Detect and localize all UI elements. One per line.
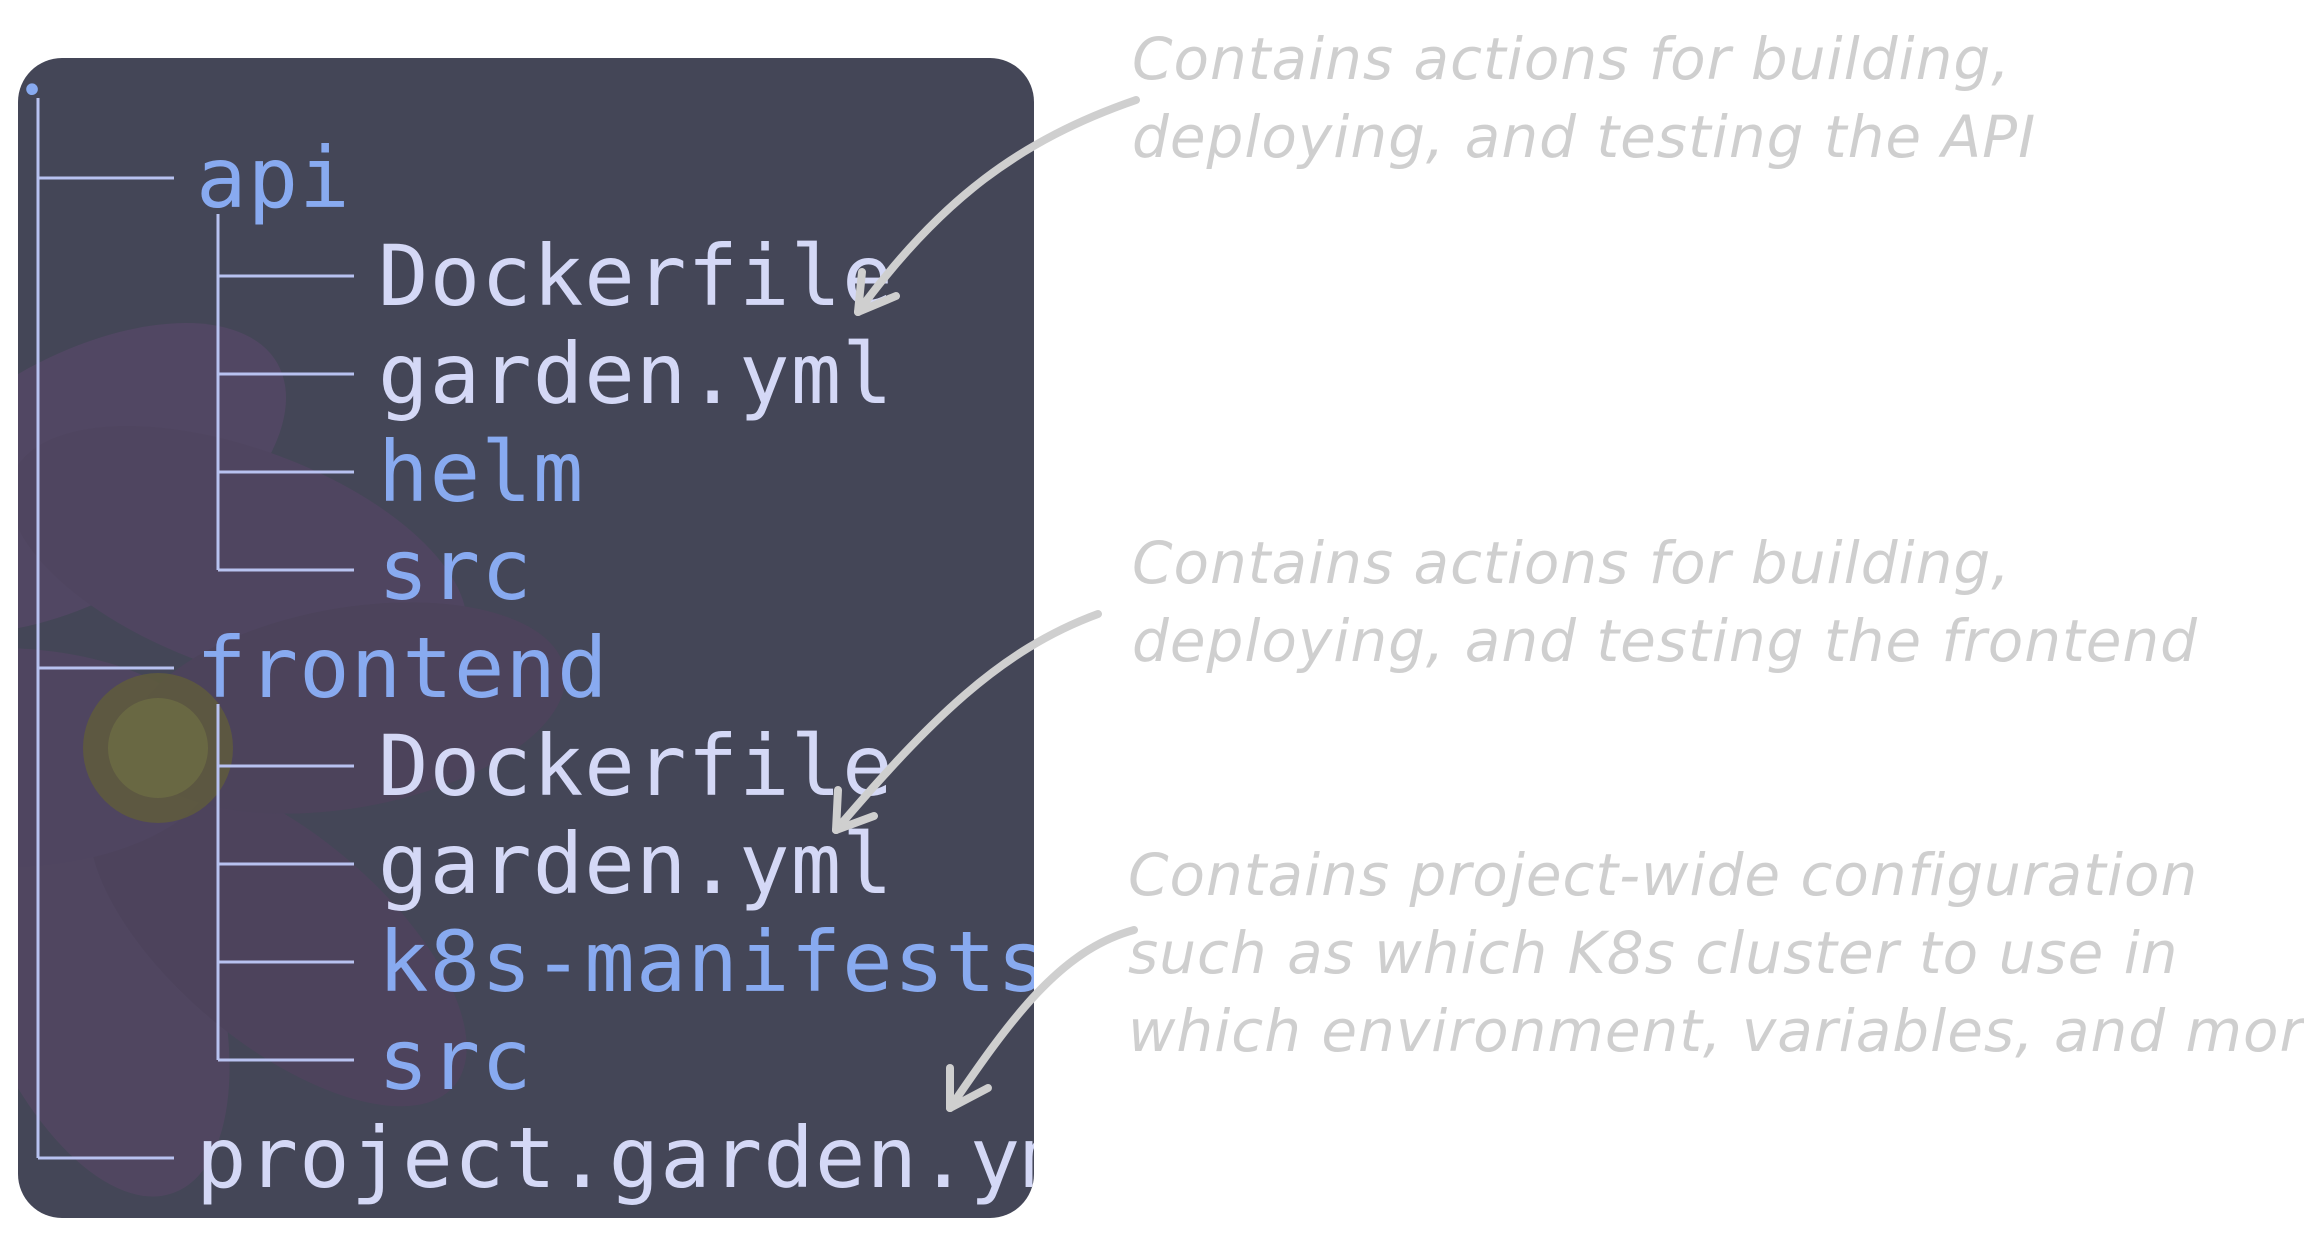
annotation-project-line-2: such as which K8s cluster to use in [1128,919,2179,987]
tree-item-api-dockerfile[interactable]: Dockerfile [378,227,894,325]
tree-item-api[interactable]: api [196,129,351,227]
annotation-frontend-line-2: deploying, and testing the frontend [1132,607,2199,675]
tree-root-marker: • [20,68,45,114]
annotation-project-line-3: which environment, variables, and more [1128,997,2304,1065]
tree-connector-lines [36,98,354,1160]
annotation-api-line-1: Contains actions for building, [1132,25,2011,93]
tree-item-api-helm[interactable]: helm [378,423,585,521]
tree-item-project-garden-yml[interactable]: project.garden.yml [196,1109,1034,1207]
tree-item-api-src[interactable]: src [378,521,533,619]
tree-item-frontend-dockerfile[interactable]: Dockerfile [378,717,894,815]
tree-item-frontend-k8s-manifests[interactable]: k8s-manifests [378,913,1034,1011]
tree-item-api-garden-yml[interactable]: garden.yml [378,325,894,423]
file-tree-panel: • api Dockerfile garden.yml helm src fro… [18,58,1034,1218]
annotation-frontend-line-1: Contains actions for building, [1132,529,2011,597]
annotation-api-line-2: deploying, and testing the API [1132,103,2037,171]
annotation-project-line-1: Contains project-wide configuration [1128,841,2199,909]
tree-item-frontend[interactable]: frontend [196,619,609,717]
tree-item-frontend-src[interactable]: src [378,1011,533,1109]
tree-item-frontend-garden-yml[interactable]: garden.yml [378,815,894,913]
flower-background-image [18,323,566,1197]
